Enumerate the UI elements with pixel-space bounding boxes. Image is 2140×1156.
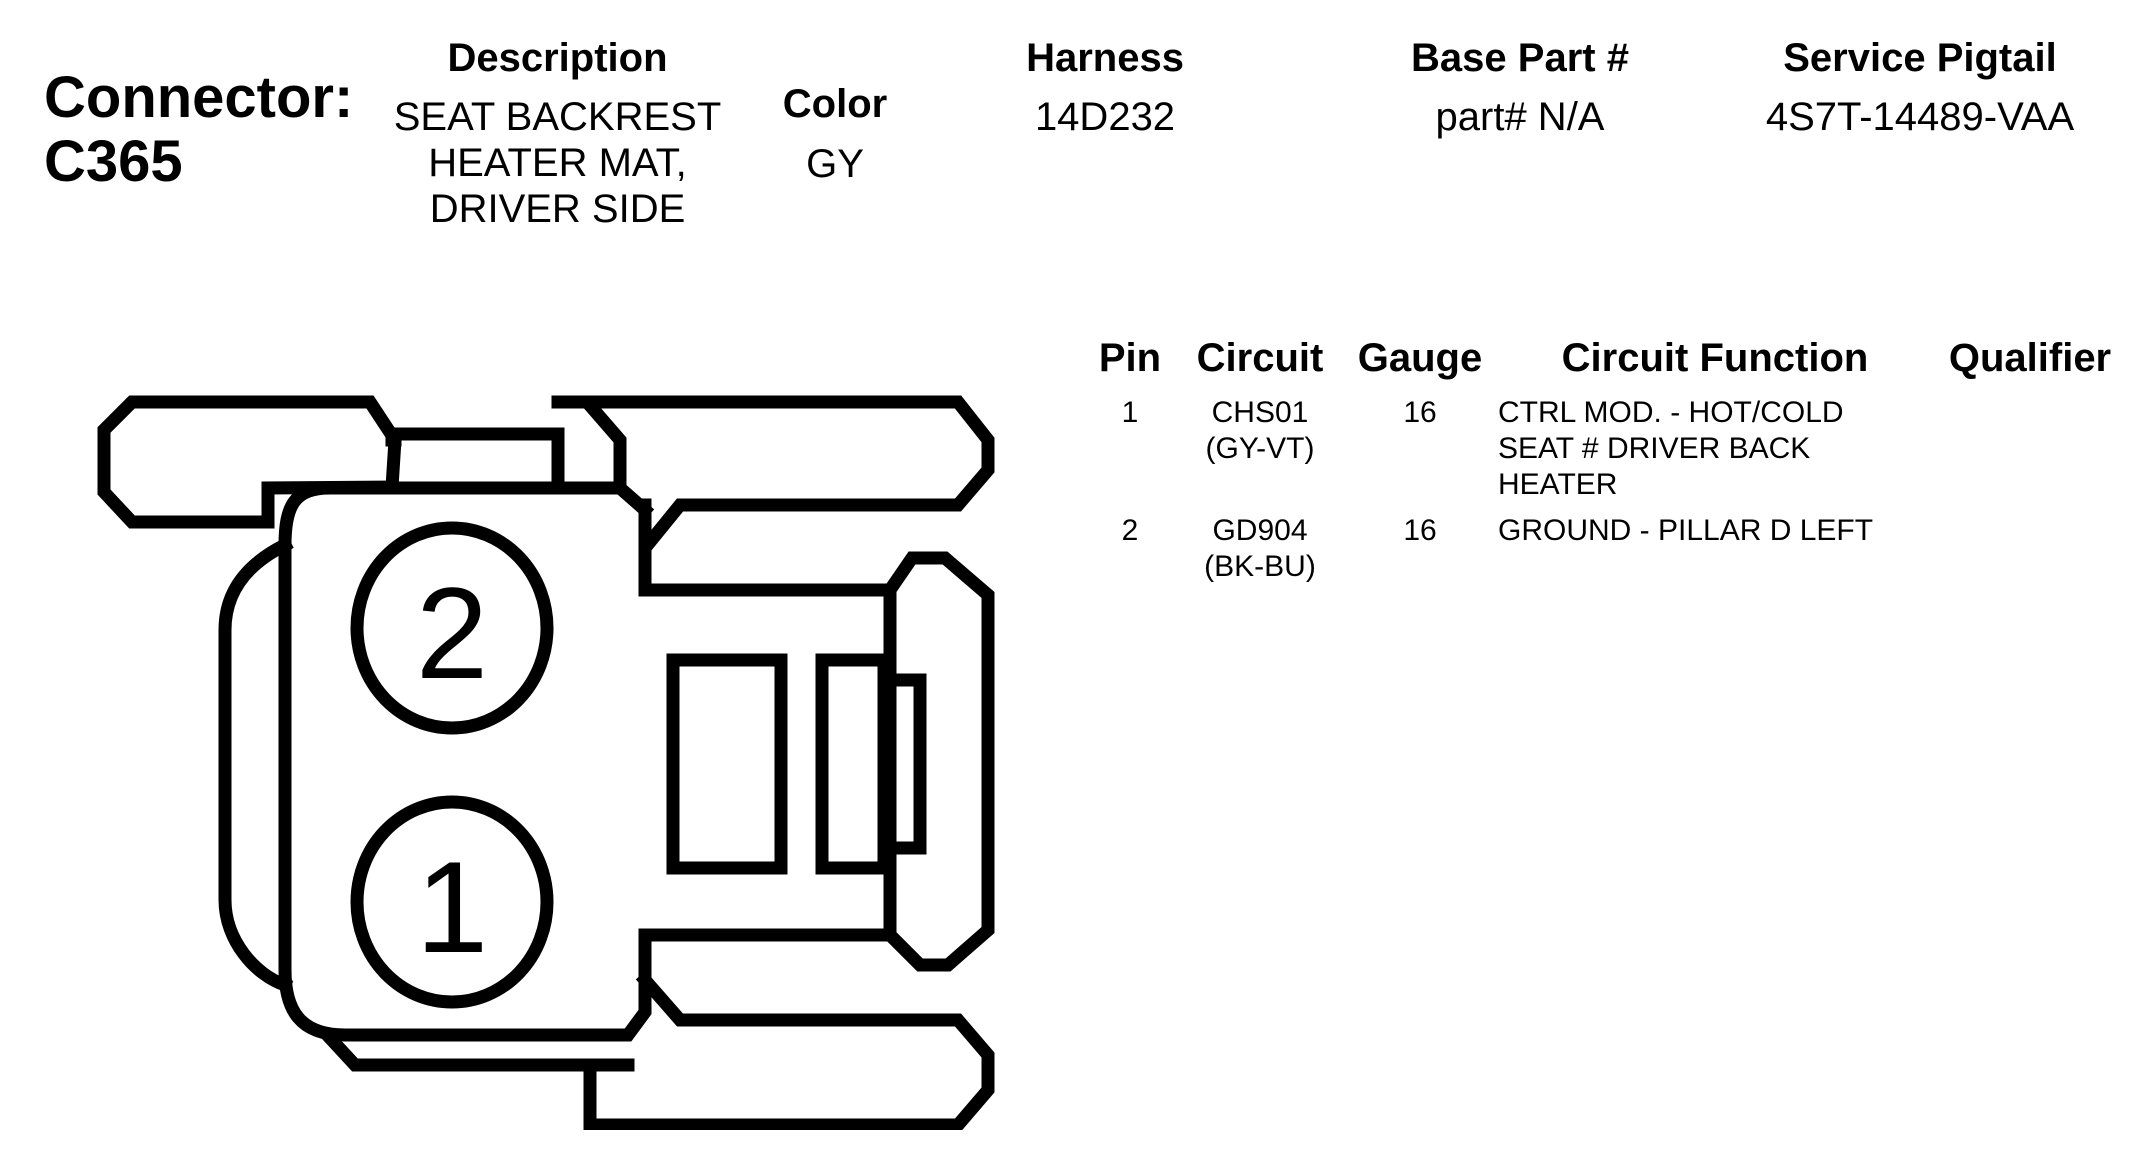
- row-1-function-line-2: SEAT # DRIVER BACK: [1498, 432, 1811, 465]
- row-2-function: GROUND - PILLAR D LEFT: [1498, 513, 1873, 549]
- row-1-circuit-color: (GY-VT): [1205, 432, 1315, 465]
- row-1-function: CTRL MOD. - HOT/COLD SEAT # DRIVER BACK …: [1498, 395, 1844, 503]
- col-header-circuit-function: Circuit Function: [1561, 336, 1869, 380]
- col-header-circuit: Circuit: [1196, 336, 1324, 380]
- keyway-slot-3: [877, 673, 927, 855]
- color-header: Color: [782, 82, 888, 126]
- base-part-value: part# N/A: [1435, 95, 1605, 139]
- row-1-function-line-1: CTRL MOD. - HOT/COLD: [1498, 396, 1844, 429]
- latch-tab-bottom: [320, 970, 995, 1130]
- col-header-qualifier: Qualifier: [1948, 336, 2112, 380]
- keyway-slot-1: [666, 653, 788, 875]
- row-1-function-line-3: HEATER: [1498, 468, 1618, 501]
- side-tab-right: [880, 551, 995, 972]
- row-1-circuit-code: CHS01: [1211, 396, 1309, 429]
- description-line-2: HEATER MAT,: [428, 141, 687, 185]
- row-1-circuit: CHS01 (GY-VT): [1185, 395, 1335, 467]
- pin-cavity-1: [350, 795, 554, 1009]
- row-2-circuit-color: (BK-BU): [1204, 550, 1316, 583]
- row-2-gauge: 16: [1403, 514, 1437, 547]
- description-value: SEAT BACKREST HEATER MAT, DRIVER SIDE: [370, 94, 745, 232]
- row-2-circuit-code: GD904: [1212, 514, 1308, 547]
- pin-cavity-2: [350, 521, 554, 735]
- row-1-pin: 1: [1121, 396, 1139, 429]
- service-pigtail-value: 4S7T-14489-VAA: [1765, 95, 2075, 139]
- connector-label: Connector: C365: [44, 66, 353, 194]
- row-2-function-line-1: GROUND - PILLAR D LEFT: [1498, 514, 1874, 547]
- color-value: GY: [806, 142, 864, 186]
- connector-label-text: Connector:: [44, 65, 354, 130]
- row-1-gauge: 16: [1403, 396, 1437, 429]
- latch-bridge-top: [385, 427, 565, 495]
- pin-label-2: 2: [416, 560, 488, 706]
- connector-body: [278, 481, 897, 1042]
- connector-face-diagram: 2 1: [97, 395, 995, 1130]
- side-tab-left: [218, 536, 294, 994]
- col-header-pin: Pin: [1098, 336, 1162, 380]
- base-part-header: Base Part #: [1411, 36, 1629, 80]
- col-header-gauge: Gauge: [1357, 336, 1483, 380]
- pin-label-1: 1: [416, 834, 488, 980]
- harness-header: Harness: [1026, 36, 1184, 80]
- description-line-3: DRIVER SIDE: [429, 187, 686, 231]
- harness-value: 14D232: [1034, 95, 1176, 139]
- keyway-slot-2: [815, 653, 891, 875]
- description-line-1: SEAT BACKREST: [393, 95, 722, 139]
- connector-id: C365: [44, 129, 183, 194]
- row-2-pin: 2: [1121, 514, 1139, 547]
- row-2-circuit: GD904 (BK-BU): [1185, 513, 1335, 585]
- description-header: Description: [447, 36, 668, 80]
- service-pigtail-header: Service Pigtail: [1783, 36, 2057, 80]
- latch-tab-top-left: [97, 395, 402, 529]
